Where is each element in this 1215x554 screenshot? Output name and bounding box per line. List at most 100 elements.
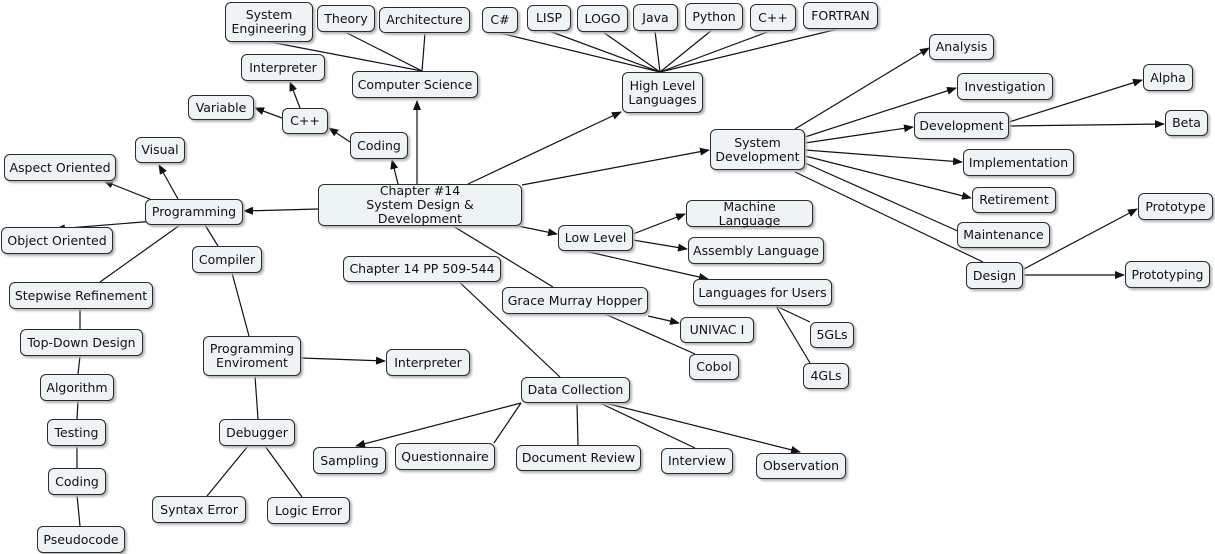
connector-line-19 [804,86,957,138]
node-system-development[interactable]: System Development [710,129,805,170]
connector-line-51 [77,355,81,375]
node-maintenance[interactable]: Maintenance [957,222,1050,248]
node-algorithm[interactable]: Algorithm [40,374,114,401]
node-questionnaire[interactable]: Questionnaire [395,443,495,470]
connector-line-24 [804,155,972,200]
connector-line-56 [300,356,386,365]
node-stepwise-refinement[interactable]: Stepwise Refinement [9,282,153,309]
connector-line-4 [421,32,426,72]
connector-line-31 [632,239,688,252]
node-cobol[interactable]: Cobol [689,354,739,380]
node-data-collection[interactable]: Data Collection [521,377,630,403]
node-center[interactable]: Chapter #14 System Design & Development [318,184,522,226]
node-system-engineering[interactable]: System Engineering [225,2,313,42]
connector-line-13 [654,30,661,73]
node-beta[interactable]: Beta [1165,110,1208,136]
node-prototyping[interactable]: Prototyping [1125,261,1210,288]
connector-line-14 [659,29,713,73]
node-interpreter-env[interactable]: Interpreter [386,349,470,376]
connector-line-25 [804,162,961,233]
node-csharp[interactable]: C# [482,7,518,33]
node-implementation[interactable]: Implementation [963,149,1074,176]
connector-line-42 [599,402,696,449]
node-python[interactable]: Python [685,3,743,30]
connector-line-2 [269,41,423,72]
connector-line-18 [794,47,930,130]
connector-line-33 [775,305,811,323]
connector-line-52 [76,400,79,420]
node-analysis[interactable]: Analysis [929,34,994,60]
connector-line-3 [344,31,423,72]
connector-line-5 [390,159,399,185]
node-testing[interactable]: Testing [47,419,106,446]
node-design[interactable]: Design [966,262,1023,289]
node-logo[interactable]: LOGO [577,5,628,32]
connector-line-35 [452,225,554,288]
connector-line-10 [499,32,661,73]
connector-line-45 [158,164,179,200]
node-compiler[interactable]: Compiler [192,246,262,273]
node-lisp[interactable]: LISP [527,5,571,31]
connector-line-26 [794,171,984,263]
node-assembly-language[interactable]: Assembly Language [688,237,824,264]
node-programming-environment[interactable]: Programming Enviroment [203,336,301,376]
node-document-review[interactable]: Document Review [516,445,641,471]
node-variable[interactable]: Variable [188,95,254,120]
connector-line-41 [576,402,579,446]
node-syntax-error[interactable]: Syntax Error [152,496,246,523]
node-coding-prog[interactable]: Coding [48,468,106,495]
node-object-oriented[interactable]: Object Oriented [1,227,113,254]
node-prototype[interactable]: Prototype [1138,193,1213,220]
connector-line-6 [328,127,351,143]
node-computer-science[interactable]: Computer Science [352,71,478,98]
connector-line-16 [659,28,839,73]
node-fortran[interactable]: FORTRAN [803,2,878,29]
connector-line-8 [254,107,283,119]
node-interview[interactable]: Interview [661,448,733,474]
node-visual[interactable]: Visual [135,137,185,163]
connector-line-48 [204,224,219,247]
connector-line-7 [289,81,301,109]
node-cpp-cs[interactable]: C++ [282,108,328,134]
node-architecture[interactable]: Architecture [379,7,470,33]
node-pseudocode[interactable]: Pseudocode [37,526,125,553]
node-java[interactable]: Java [633,4,678,31]
connector-line-11 [548,30,661,73]
node-coding-cs[interactable]: Coding [350,132,408,159]
node-aspect-oriented[interactable]: Aspect Oriented [4,154,116,181]
connector-line-36 [647,315,680,325]
node-chapter-pages[interactable]: Chapter 14 PP 509-544 [343,256,501,282]
connector-line-23 [804,149,963,166]
node-cpp-hll[interactable]: C++ [750,4,796,31]
node-4gls[interactable]: 4GLs [803,363,849,389]
node-debugger[interactable]: Debugger [219,419,295,446]
node-high-level-languages[interactable]: High Level Languages [622,72,703,113]
connector-line-34 [775,305,811,364]
node-machine-language[interactable]: Machine Language [686,199,813,227]
connector-line-43 [604,402,801,454]
node-development[interactable]: Development [914,112,1009,139]
node-investigation[interactable]: Investigation [957,73,1053,100]
connector-line-17 [521,147,710,186]
node-theory[interactable]: Theory [317,5,375,32]
node-5gls[interactable]: 5GLs [810,322,854,348]
connector-line-40 [493,402,522,444]
node-observation[interactable]: Observation [756,453,846,479]
connector-line-38 [454,277,561,378]
node-univac[interactable]: UNIVAC I [680,317,754,343]
node-retirement[interactable]: Retirement [972,187,1056,213]
node-sampling[interactable]: Sampling [313,447,386,474]
node-top-down-design[interactable]: Top-Down Design [20,329,143,356]
node-interpreter-top[interactable]: Interpreter [241,54,325,81]
connector-line-59 [264,445,303,498]
node-grace-murray-hopper[interactable]: Grace Murray Hopper [502,287,648,314]
connector-line-12 [602,31,661,73]
node-languages-for-users[interactable]: Languages for Users [693,279,832,306]
connector-line-39 [355,402,522,448]
node-logic-error[interactable]: Logic Error [267,497,350,524]
node-alpha[interactable]: Alpha [1143,64,1193,91]
node-programming[interactable]: Programming [145,199,243,225]
node-low-level[interactable]: Low Level [558,225,633,251]
connector-line-32 [579,249,709,281]
